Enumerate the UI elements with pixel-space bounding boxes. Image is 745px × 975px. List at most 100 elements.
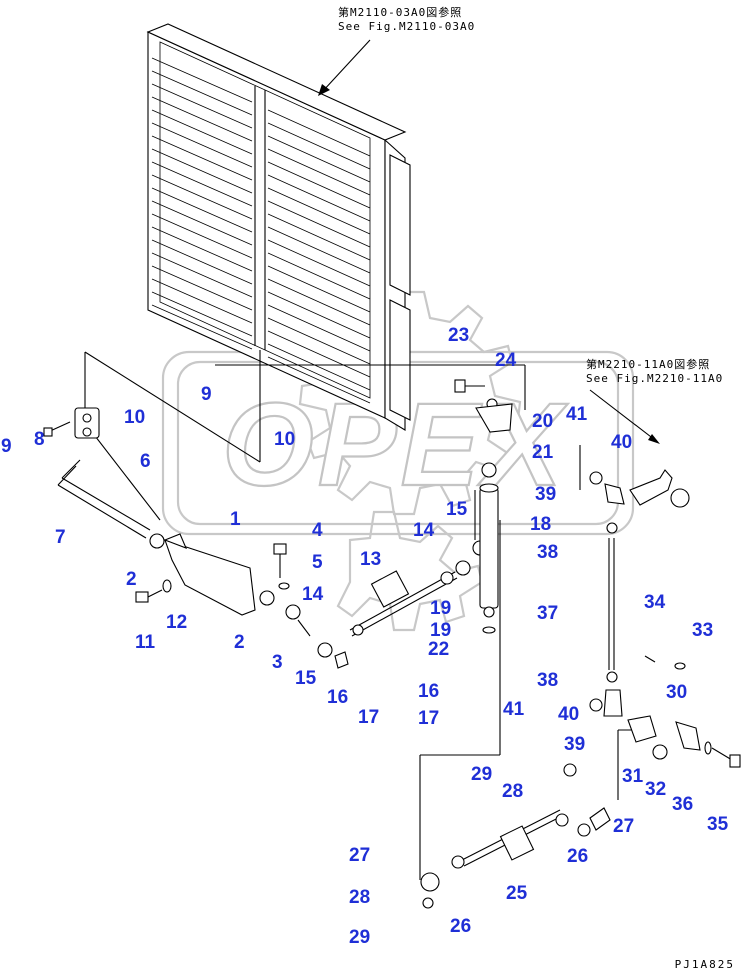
callout-41: 41 bbox=[566, 404, 588, 425]
callout-15: 15 bbox=[295, 668, 317, 689]
louver-slat bbox=[151, 278, 253, 324]
louver-slat bbox=[267, 174, 371, 222]
callout-16: 16 bbox=[418, 681, 439, 702]
louver-slat bbox=[151, 96, 253, 142]
callout-4: 4 bbox=[312, 520, 323, 541]
callout-23: 23 bbox=[448, 325, 469, 346]
callout-17: 17 bbox=[358, 707, 379, 728]
callout-32: 32 bbox=[645, 779, 666, 800]
louver-slat bbox=[151, 135, 253, 181]
callout-39: 39 bbox=[564, 734, 585, 755]
louver-slat bbox=[267, 330, 371, 378]
callout-13: 13 bbox=[360, 549, 381, 570]
reference-en: See Fig.M2110-03A0 bbox=[338, 20, 476, 33]
callout-28: 28 bbox=[502, 781, 523, 802]
callout-37: 37 bbox=[537, 603, 558, 624]
callout-12: 12 bbox=[166, 612, 187, 633]
louver-slat bbox=[151, 83, 253, 129]
callout-41: 41 bbox=[503, 699, 525, 720]
callout-9: 9 bbox=[1, 436, 12, 457]
callout-28: 28 bbox=[349, 887, 370, 908]
callout-33: 33 bbox=[692, 620, 713, 641]
louver-slat bbox=[151, 109, 253, 155]
reference-note-top: 第M2110-03A0図参照 See Fig.M2110-03A0 bbox=[338, 4, 475, 33]
callout-38: 38 bbox=[537, 670, 558, 691]
louver-slat bbox=[151, 148, 253, 194]
louver-slat bbox=[267, 109, 371, 157]
louver-slat bbox=[151, 161, 253, 207]
callout-26: 26 bbox=[450, 916, 471, 937]
callout-15: 15 bbox=[446, 499, 468, 520]
callout-27: 27 bbox=[613, 816, 634, 837]
callout-39: 39 bbox=[535, 484, 556, 505]
callout-6: 6 bbox=[140, 451, 151, 472]
louver-slat bbox=[151, 57, 253, 103]
callout-19: 19 bbox=[430, 620, 451, 641]
louver-slat bbox=[267, 148, 371, 196]
callout-25: 25 bbox=[506, 883, 528, 904]
callout-14: 14 bbox=[302, 584, 324, 605]
callout-8: 8 bbox=[34, 429, 45, 450]
louver-slat bbox=[151, 239, 253, 285]
reference-en: See Fig.M2210-11A0 bbox=[586, 372, 724, 385]
callout-1: 1 bbox=[230, 509, 241, 530]
reference-jp: 第M2110-03A0図参照 bbox=[338, 6, 463, 19]
callout-2: 2 bbox=[126, 569, 137, 590]
callout-22: 22 bbox=[428, 639, 449, 660]
callout-10: 10 bbox=[274, 429, 295, 450]
callout-27: 27 bbox=[349, 845, 370, 866]
louver-slat bbox=[267, 343, 371, 391]
louver-slat bbox=[267, 239, 371, 287]
callout-40: 40 bbox=[611, 432, 632, 453]
louver-slat bbox=[151, 174, 253, 220]
callout-26: 26 bbox=[567, 846, 588, 867]
louver-shutter-assembly bbox=[146, 23, 411, 431]
callout-36: 36 bbox=[672, 794, 693, 815]
louver-slat bbox=[267, 278, 371, 326]
callout-35: 35 bbox=[707, 814, 729, 835]
louver-slat bbox=[151, 200, 253, 246]
callout-14: 14 bbox=[413, 520, 435, 541]
louver-slat bbox=[267, 252, 371, 300]
louver-slat bbox=[267, 200, 371, 248]
louver-slat bbox=[151, 265, 253, 311]
callout-20: 20 bbox=[532, 411, 553, 432]
callout-10: 10 bbox=[124, 407, 145, 428]
louver-slat bbox=[267, 265, 371, 313]
callout-5: 5 bbox=[312, 552, 323, 573]
louver-slat bbox=[151, 291, 253, 337]
callout-29: 29 bbox=[471, 764, 492, 785]
louver-slat bbox=[267, 226, 371, 274]
callout-9: 9 bbox=[201, 384, 212, 405]
callout-40: 40 bbox=[558, 704, 579, 725]
callout-21: 21 bbox=[532, 442, 554, 463]
callout-2: 2 bbox=[234, 632, 245, 653]
callout-11: 11 bbox=[135, 632, 156, 653]
louver-slat bbox=[151, 70, 253, 116]
callout-16: 16 bbox=[327, 687, 348, 708]
callout-38: 38 bbox=[537, 542, 558, 563]
callout-31: 31 bbox=[622, 766, 644, 787]
louver-slat bbox=[151, 187, 253, 233]
callout-17: 17 bbox=[418, 708, 439, 729]
drawing-code: PJ1A825 bbox=[674, 958, 735, 971]
callout-24: 24 bbox=[495, 350, 517, 371]
callout-30: 30 bbox=[666, 682, 687, 703]
louver-slat bbox=[267, 122, 371, 170]
callout-29: 29 bbox=[349, 927, 370, 948]
reference-note-right: 第M2210-11A0図参照 See Fig.M2210-11A0 bbox=[586, 356, 723, 385]
reference-jp: 第M2210-11A0図参照 bbox=[586, 358, 711, 371]
louver-slat bbox=[151, 252, 253, 298]
louver-slat bbox=[267, 291, 371, 339]
callout-19: 19 bbox=[430, 598, 451, 619]
louver-slat bbox=[267, 187, 371, 235]
louver-slat bbox=[151, 122, 253, 168]
louver-slat bbox=[267, 213, 371, 261]
linkage-parts bbox=[43, 379, 741, 909]
louver-slat bbox=[151, 226, 253, 272]
callout-3: 3 bbox=[272, 652, 283, 673]
callout-34: 34 bbox=[644, 592, 666, 613]
louver-slat bbox=[267, 317, 371, 365]
